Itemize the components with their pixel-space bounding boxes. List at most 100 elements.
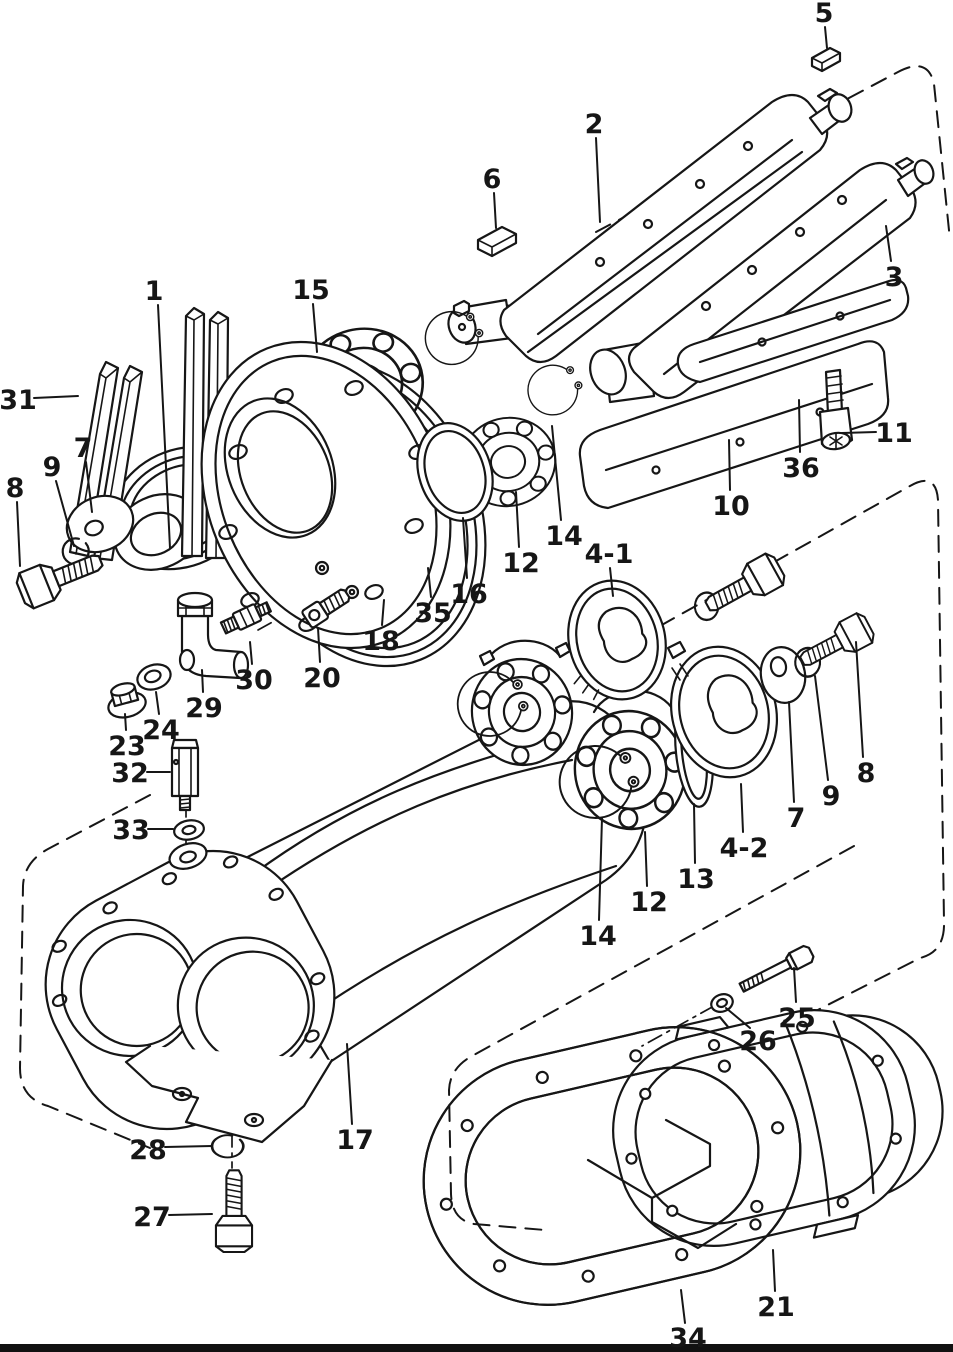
callout-leader-9-right xyxy=(814,675,829,781)
callout-label-2: 2 xyxy=(585,109,604,140)
callout-2: 2 xyxy=(585,109,604,223)
callout-label-4-1: 4-1 xyxy=(585,539,634,570)
callout-8-right: 8 xyxy=(855,641,875,789)
callout-23: 23 xyxy=(108,713,146,762)
callout-leader-2 xyxy=(595,137,601,223)
rotor-3 xyxy=(589,156,935,404)
grouping-panels xyxy=(19,65,951,1231)
callout-35: 35 xyxy=(414,567,452,629)
bolt-8-right-lower xyxy=(793,609,878,677)
socket-bolt-20 xyxy=(301,588,351,629)
callout-29: 29 xyxy=(185,669,223,724)
callout-14-upper: 14 xyxy=(545,425,583,552)
callout-leader-28 xyxy=(164,1145,213,1148)
callout-24: 24 xyxy=(142,691,180,746)
bolt-8-right-upper xyxy=(697,549,790,624)
washer-7-right xyxy=(759,646,807,704)
callout-27: 27 xyxy=(133,1202,213,1233)
callout-leader-8-right xyxy=(855,641,864,758)
callout-leader-3 xyxy=(885,225,892,262)
bolt-11 xyxy=(818,368,854,451)
callout-label-7-left: 7 xyxy=(74,433,93,464)
callout-20: 20 xyxy=(303,627,341,694)
callout-leader-14-upper xyxy=(551,425,562,521)
callout-3: 3 xyxy=(885,225,904,293)
callout-label-20: 20 xyxy=(303,663,341,694)
rotor-2 xyxy=(447,87,853,364)
callout-leader-14-lower xyxy=(598,817,603,921)
callout-label-18: 18 xyxy=(362,626,400,657)
callout-label-31: 31 xyxy=(0,385,37,416)
callout-leader-27 xyxy=(168,1213,213,1216)
callout-label-29: 29 xyxy=(185,693,223,724)
panel-rotors xyxy=(595,65,951,241)
callout-leader-12-lower xyxy=(644,831,648,887)
callout-leader-20 xyxy=(317,627,321,663)
callout-30: 30 xyxy=(235,641,273,696)
callout-leader-4-1 xyxy=(609,567,614,597)
bolt-25 xyxy=(738,944,815,993)
callout-label-33: 33 xyxy=(112,815,150,846)
callout-9-left: 9 xyxy=(43,452,75,547)
callout-label-4-2: 4-2 xyxy=(720,833,769,864)
panel-gears xyxy=(659,479,946,1021)
callout-label-3: 3 xyxy=(885,262,904,293)
callout-leader-6 xyxy=(493,192,497,229)
callout-label-34: 34 xyxy=(669,1323,707,1352)
callout-leader-7-right xyxy=(788,701,795,803)
callout-leader-34 xyxy=(680,1289,686,1324)
callout-6: 6 xyxy=(483,164,502,229)
callout-13: 13 xyxy=(677,803,715,895)
washer-33 xyxy=(173,819,205,841)
callout-8-left: 8 xyxy=(6,473,24,567)
callout-leader-1 xyxy=(157,304,171,549)
callout-label-14-lower: 14 xyxy=(579,921,617,952)
callout-25: 25 xyxy=(778,967,816,1034)
callout-label-9-right: 9 xyxy=(822,781,841,812)
callout-leader-10 xyxy=(728,439,731,491)
gear-4-2 xyxy=(669,645,779,779)
callout-leader-21 xyxy=(772,1249,776,1292)
lock-washer-28 xyxy=(208,1132,247,1161)
callout-leader-4-2 xyxy=(740,783,744,833)
callout-label-27: 27 xyxy=(133,1202,171,1233)
callout-label-11: 11 xyxy=(875,418,913,449)
bolt-27 xyxy=(214,1169,254,1254)
callout-11: 11 xyxy=(841,418,913,449)
callout-label-14-upper: 14 xyxy=(545,521,583,552)
liner-36 xyxy=(676,278,910,384)
callout-21: 21 xyxy=(757,1249,795,1323)
retainer-hook-b xyxy=(554,641,572,659)
callout-leader-16 xyxy=(462,517,468,579)
breather-32 xyxy=(170,738,200,812)
callout-label-24: 24 xyxy=(142,715,180,746)
callout-label-32: 32 xyxy=(111,758,149,789)
callout-label-1: 1 xyxy=(145,276,164,307)
callout-leader-29 xyxy=(201,669,204,693)
snap-ring-14-upper-b xyxy=(527,364,583,416)
callout-label-16: 16 xyxy=(450,579,488,610)
callout-5: 5 xyxy=(815,0,833,49)
callout-17: 17 xyxy=(336,1043,374,1156)
cover-boss-detail xyxy=(586,1118,738,1250)
callout-label-12-lower: 12 xyxy=(630,887,668,918)
callout-label-10: 10 xyxy=(712,491,750,522)
callout-leader-9-left xyxy=(55,480,75,547)
callout-1: 1 xyxy=(145,276,171,549)
callout-leader-23 xyxy=(124,713,127,731)
bolt-8-left xyxy=(12,542,109,612)
callout-label-28: 28 xyxy=(129,1135,167,1166)
gear-4-1 xyxy=(567,579,667,701)
callout-9-right: 9 xyxy=(814,675,841,812)
elbow-fitting-29 xyxy=(176,591,250,680)
callout-16: 16 xyxy=(450,517,488,610)
housing-17 xyxy=(44,700,649,1144)
panel-cover xyxy=(448,845,855,1231)
callout-leader-7-left xyxy=(85,461,93,513)
callout-label-7-right: 7 xyxy=(787,803,806,834)
spring-detail xyxy=(666,640,689,681)
callout-label-17: 17 xyxy=(336,1125,374,1156)
callout-label-6: 6 xyxy=(483,164,502,195)
callout-31: 31 xyxy=(0,385,79,416)
